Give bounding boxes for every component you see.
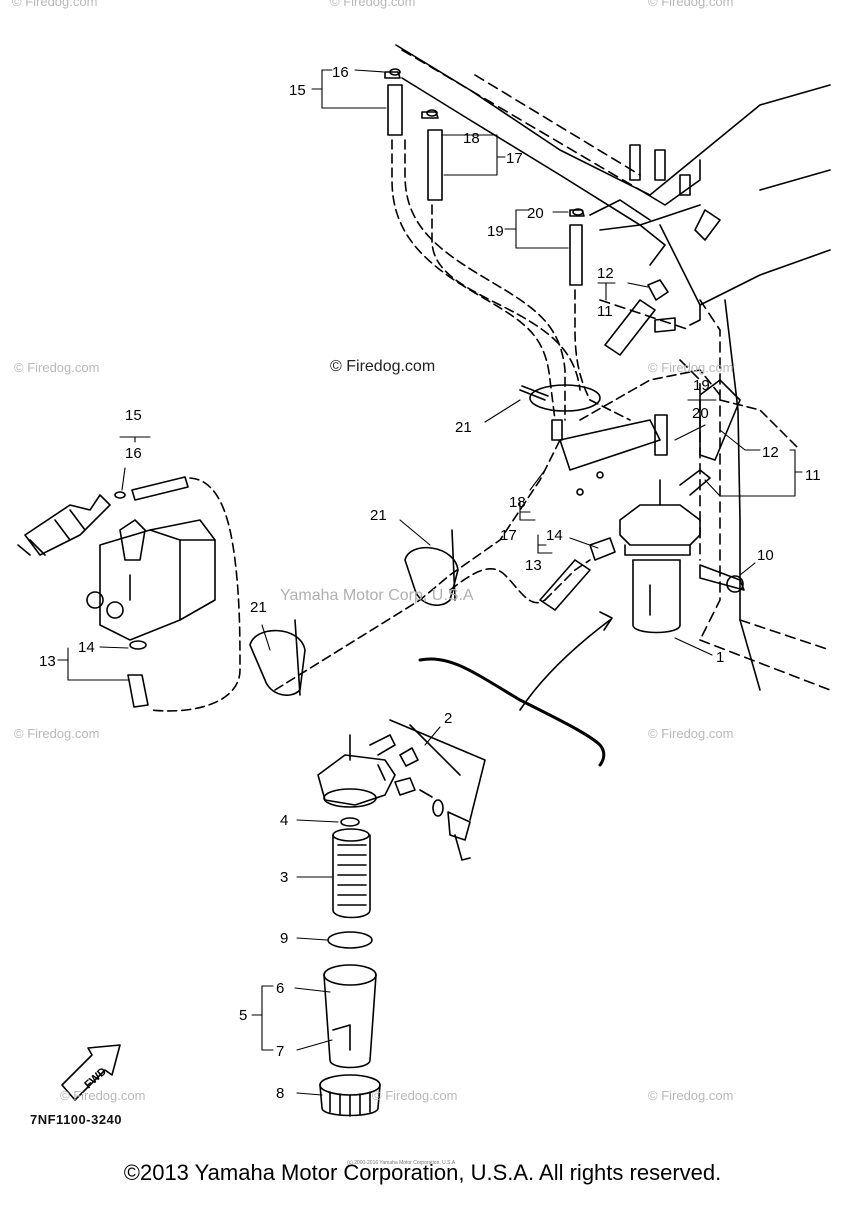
- watermark-left-mid: © Firedog.com: [14, 360, 100, 375]
- watermark-yamaha: Yamaha Motor Corp, U.S.A: [280, 587, 474, 604]
- watermark-right-mid: © Firedog.com: [648, 360, 734, 375]
- label-18-lower: 18: [509, 494, 526, 511]
- watermark-bottom-mid: © Firedog.com: [372, 1088, 458, 1103]
- label-9: 9: [280, 930, 288, 947]
- fwd-arrow-icon: [61, 1044, 121, 1101]
- label-13-left: 13: [39, 653, 56, 670]
- watermark-center: © Firedog.com: [330, 358, 436, 375]
- label-20-right: 20: [692, 405, 709, 422]
- o-ring-9: [327, 931, 373, 949]
- label-11-right: 11: [805, 467, 821, 484]
- label-10: 10: [757, 547, 774, 564]
- label-12: 12: [597, 265, 614, 282]
- label-1: 1: [716, 649, 724, 666]
- filter-side-hoses: [551, 379, 741, 461]
- copyright-micro: (c) 2000-2016 Yamaha Motor Corporation, …: [347, 1160, 456, 1166]
- band-clamp-21-left: [249, 619, 306, 696]
- filter-element-3: [332, 828, 371, 919]
- diagram-code: 7NF1100-3240: [30, 1112, 123, 1127]
- label-12-right: 12: [762, 444, 779, 461]
- label-16: 16: [332, 64, 349, 81]
- label-5: 5: [239, 1007, 247, 1024]
- filter-head-exploded: [317, 734, 396, 808]
- label-19-right: 19: [693, 377, 710, 394]
- filter-cup-5: [323, 964, 377, 1069]
- fuel-pump: [86, 519, 216, 641]
- fuel-hose-routes: [149, 139, 801, 712]
- label-4: 4: [280, 812, 288, 829]
- label-15-left: 15: [125, 407, 142, 424]
- label-2: 2: [444, 710, 452, 727]
- engine-housing: [395, 44, 831, 691]
- arrow-head: [599, 611, 613, 631]
- clip-16-left: [114, 491, 126, 499]
- hose-11-12-upper: [604, 279, 669, 356]
- label-3: 3: [280, 869, 288, 886]
- label-11: 11: [597, 303, 613, 320]
- watermark-right-low: © Firedog.com: [648, 726, 734, 741]
- watermark-bottom-left: © Firedog.com: [60, 1088, 146, 1103]
- upper-hoses: [384, 68, 585, 286]
- label-8: 8: [276, 1085, 284, 1102]
- hose-13-right: [539, 559, 591, 611]
- fuel-filter-installed: [589, 469, 745, 634]
- label-17: 17: [506, 150, 523, 167]
- o-ring-4: [340, 817, 360, 827]
- label-20: 20: [527, 205, 544, 222]
- watermark-left-low: © Firedog.com: [14, 726, 100, 741]
- retaining-ring-8: [319, 1074, 381, 1117]
- clip-14-left: [129, 640, 147, 650]
- arrow-line: [519, 619, 611, 711]
- label-21-center: 21: [455, 419, 472, 436]
- fuel-injector: [17, 494, 111, 556]
- label-7: 7: [276, 1043, 284, 1060]
- label-18: 18: [463, 130, 480, 147]
- label-13-right: 13: [525, 557, 542, 574]
- label-14-right: 14: [546, 527, 563, 544]
- copyright-footer: ©2013 Yamaha Motor Corporation, U.S.A. A…: [123, 1160, 722, 1185]
- band-clamp-21-mid: [404, 529, 459, 606]
- label-14-left: 14: [78, 639, 95, 656]
- watermark-top-mid: © Firedog.com: [330, 0, 416, 9]
- hose-15-left: [131, 476, 189, 501]
- watermark-top-right: © Firedog.com: [648, 0, 734, 9]
- label-16-left: 16: [125, 445, 142, 462]
- leader-lines: [57, 69, 803, 1096]
- label-21-left: 21: [250, 599, 267, 616]
- band-clamp-21-center: [519, 384, 601, 412]
- hull-lines: [401, 49, 831, 691]
- label-15: 15: [289, 82, 306, 99]
- label-17-lower: 17: [500, 527, 517, 544]
- label-19: 19: [487, 223, 504, 240]
- watermark-top-left: © Firedog.com: [12, 0, 98, 9]
- filter-valve-parts: [389, 719, 486, 861]
- label-21-mid: 21: [370, 507, 387, 524]
- label-6: 6: [276, 980, 284, 997]
- watermark-bottom-right: © Firedog.com: [648, 1088, 734, 1103]
- hose-13-left: [127, 674, 149, 708]
